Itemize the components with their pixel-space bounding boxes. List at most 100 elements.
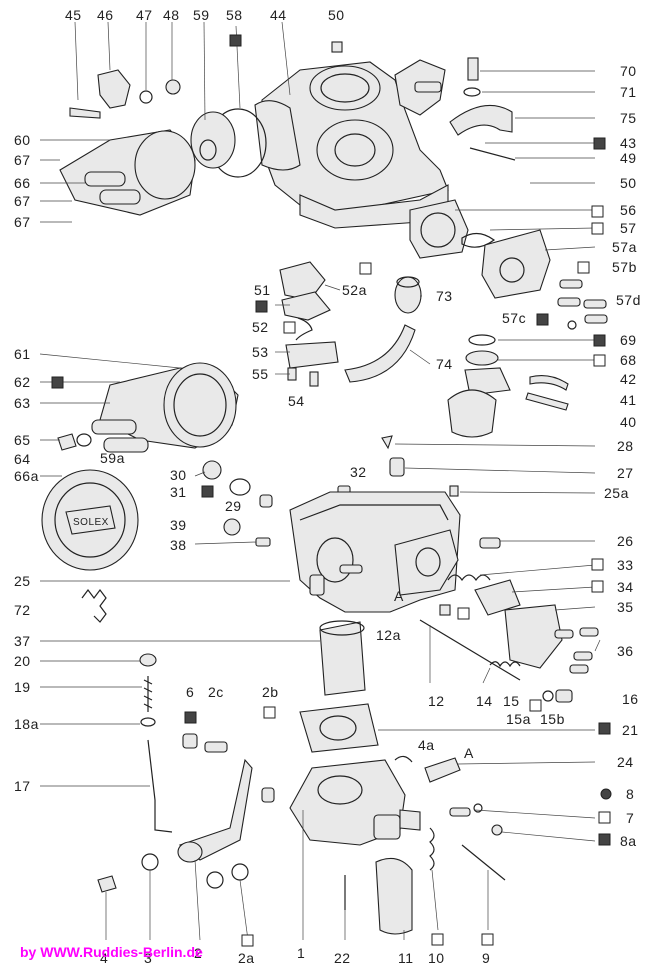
label-40: 40 [620,414,637,430]
label-11: 11 [398,950,414,966]
bottom-parts [97,827,506,935]
label-3: 3 [144,950,152,966]
screws-57b-57d [557,279,608,330]
label-37: 37 [14,633,31,649]
valve-group-51-55 [279,261,339,387]
label-52: 52 [252,319,269,335]
label-42: 42 [620,371,637,387]
label-44: 44 [270,7,287,23]
rod-49 [469,147,516,161]
label-4a: 4a [418,737,435,753]
needle-12-15 [419,604,521,681]
venturi-37 [319,620,366,696]
pump-cover-56-57 [409,199,551,299]
label-57d: 57d [616,292,641,308]
label-15a: 15a [506,711,531,727]
parts-4a-24 [394,755,461,783]
label-70: 70 [620,63,637,79]
hose-74 [344,324,416,383]
diaphragm-cover-parts [190,108,267,178]
spring-72 [81,589,107,623]
label-71: 71 [620,84,637,100]
label-31: 31 [170,484,187,500]
upper-body-assembly [254,59,449,229]
label-25a: 25a [604,485,629,501]
label-2b: 2b [262,684,279,700]
label-50: 50 [620,175,637,191]
label-2a: 2a [238,950,255,966]
label-63: 63 [14,395,31,411]
label-41: 41 [620,392,637,408]
label-10: 10 [428,950,445,966]
marker-a-1: A [394,588,404,604]
label-2: 2 [194,945,202,961]
part-number-labels: 45 46 47 48 59 58 44 50 70 71 75 43 49 5… [14,7,641,966]
label-65: 65 [14,432,31,448]
label-6: 6 [186,684,194,700]
label-49: 49 [620,150,637,166]
parts-15b-16 [542,689,573,703]
label-43: 43 [620,135,637,151]
label-21: 21 [622,722,639,738]
label-12a: 12a [376,627,401,643]
label-75: 75 [620,110,637,126]
label-47: 47 [136,7,153,23]
label-8: 8 [626,786,634,802]
base-1 [289,759,421,846]
label-53: 53 [252,344,269,360]
screws-36 [554,627,599,674]
label-52a: 52a [342,282,367,298]
label-59a: 59a [100,450,125,466]
label-26: 26 [617,533,634,549]
label-73: 73 [436,288,453,304]
label-67-a: 67 [14,152,31,168]
label-58: 58 [226,7,243,23]
pump-cover-60 [59,129,196,216]
label-7: 7 [626,810,634,826]
label-12: 12 [428,693,445,709]
label-54: 54 [288,393,305,409]
label-57a: 57a [612,239,637,255]
gasket-21 [299,703,379,753]
label-48: 48 [163,7,180,23]
label-56: 56 [620,202,637,218]
label-1: 1 [297,945,305,961]
label-69: 69 [620,332,637,348]
lever-2-6 [177,733,275,863]
label-67-c: 67 [14,214,31,230]
website-credit[interactable]: by WWW.Ruddies-Berlin.de [20,944,203,960]
label-15b: 15b [540,711,565,727]
pump-33-35 [447,574,563,669]
label-24: 24 [617,754,634,770]
screw-50-top [331,41,343,53]
part-73 [394,276,422,314]
label-72: 72 [14,602,31,618]
label-38: 38 [170,537,187,553]
label-32: 32 [350,464,367,480]
label-27: 27 [617,465,634,481]
label-57b: 57b [612,259,637,275]
label-39: 39 [170,517,187,533]
label-68: 68 [620,352,637,368]
label-66a: 66a [14,468,39,484]
label-46: 46 [97,7,114,23]
label-15: 15 [503,693,520,709]
small-parts-45-48 [69,69,181,119]
label-30: 30 [170,467,187,483]
small-parts-29-39 [202,460,351,547]
label-22: 22 [334,950,351,966]
label-2c: 2c [208,684,224,700]
part-markers [51,34,612,947]
label-45: 45 [65,7,82,23]
label-36: 36 [617,643,634,659]
label-9: 9 [482,950,490,966]
label-50-top: 50 [328,7,345,23]
label-19: 19 [14,679,31,695]
label-67-b: 67 [14,193,31,209]
label-66: 66 [14,175,31,191]
cover-66a: SOLEX [41,469,139,571]
label-4: 4 [100,950,108,966]
label-61: 61 [14,346,31,362]
label-25: 25 [14,573,31,589]
